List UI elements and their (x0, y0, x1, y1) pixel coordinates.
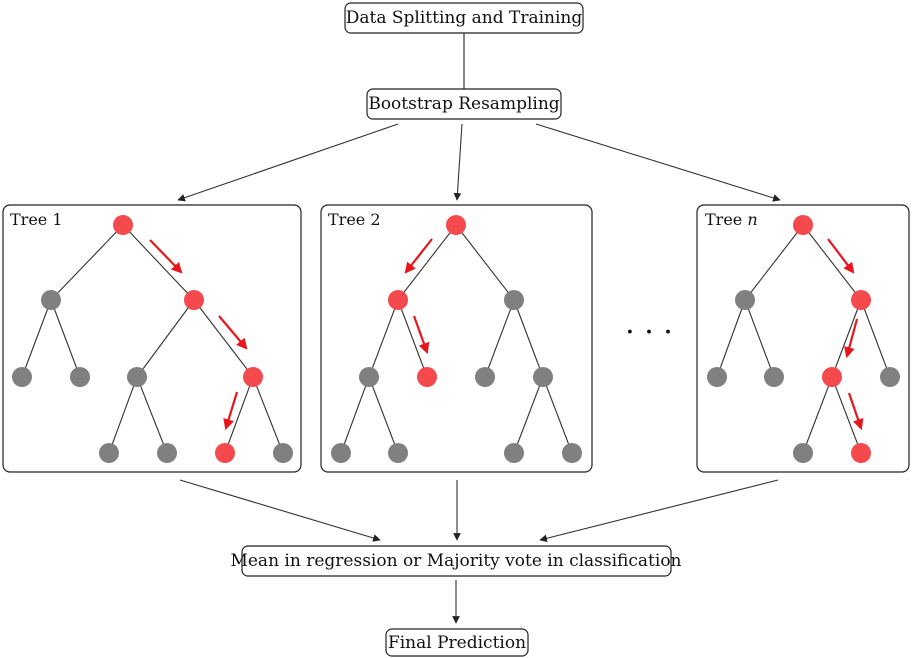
step-bootstrap-label: Bootstrap Resampling (368, 94, 559, 114)
tree-2-edges (340, 224, 573, 454)
more-trees-ellipsis: · · · (625, 315, 673, 350)
tree-1-edges (21, 224, 284, 454)
arrow-bootstrap-tree-1 (177, 123, 399, 202)
tree-2-node (388, 443, 408, 463)
tree-1-node (127, 367, 147, 387)
tree-2-node (504, 443, 524, 463)
tree-n-node (764, 367, 784, 387)
tree-1-node (157, 443, 177, 463)
step-aggregate: Mean in regression or Majority vote in c… (230, 545, 682, 577)
tree-2-node (533, 367, 553, 387)
tree-2-node (359, 367, 379, 387)
step-final-prediction-label: Final Prediction (388, 633, 526, 653)
tree-n: Tree n (696, 204, 910, 473)
tree-n-node (707, 367, 727, 387)
tree-n-node (735, 290, 755, 310)
tree-1-title: Tree 1 (10, 210, 63, 229)
tree-2-node-leaf-selected (417, 367, 437, 387)
tree-1-node (99, 443, 119, 463)
tree-2-node (475, 367, 495, 387)
tree-2-node (331, 443, 351, 463)
arrow-tree-n-aggregate (539, 479, 779, 543)
tree-1-node (41, 290, 61, 310)
tree-n-node-leaf-selected (851, 443, 871, 463)
tree-2-nodes (331, 215, 582, 463)
tree-1-path-arrows (149, 239, 248, 431)
tree-1: Tree 1 (2, 204, 302, 473)
arrow-bootstrap-tree-2 (453, 123, 463, 201)
tree-2-node-root (446, 215, 466, 235)
tree-n-nodes (707, 215, 900, 463)
tree-1-node-leaf-selected (215, 443, 235, 463)
tree-1-node (12, 367, 32, 387)
tree-n-edges (716, 224, 891, 454)
tree-2-path-arrows (404, 238, 433, 355)
tree-1-node (184, 290, 204, 310)
arrow-bootstrap-tree-n (535, 123, 781, 202)
tree-1-node (273, 443, 293, 463)
step-bootstrap: Bootstrap Resampling (366, 88, 562, 120)
tree-1-node (243, 367, 263, 387)
step-data-splitting-label: Data Splitting and Training (346, 8, 583, 28)
tree-2-node (504, 290, 524, 310)
tree-1-node-root (113, 215, 133, 235)
tree-1-node (70, 367, 90, 387)
tree-1-frame (2, 204, 302, 473)
tree-n-path-arrows (827, 238, 864, 431)
tree-2-title: Tree 2 (328, 210, 381, 229)
tree-n-node (822, 367, 842, 387)
step-aggregate-label: Mean in regression or Majority vote in c… (230, 551, 681, 571)
tree-2-node (562, 443, 582, 463)
tree-2: Tree 2 (320, 204, 593, 473)
tree-n-title: Tree n (705, 210, 758, 229)
tree-n-node (793, 443, 813, 463)
tree-2-node (388, 290, 408, 310)
tree-n-frame (696, 204, 910, 473)
tree-1-nodes (12, 215, 293, 463)
tree-n-node-root (793, 215, 813, 235)
tree-n-node (851, 290, 871, 310)
step-data-splitting: Data Splitting and Training (344, 2, 584, 34)
tree-2-frame (320, 204, 593, 473)
step-final-prediction: Final Prediction (385, 628, 529, 657)
tree-n-node (880, 367, 900, 387)
arrow-tree-1-aggregate (179, 479, 381, 542)
